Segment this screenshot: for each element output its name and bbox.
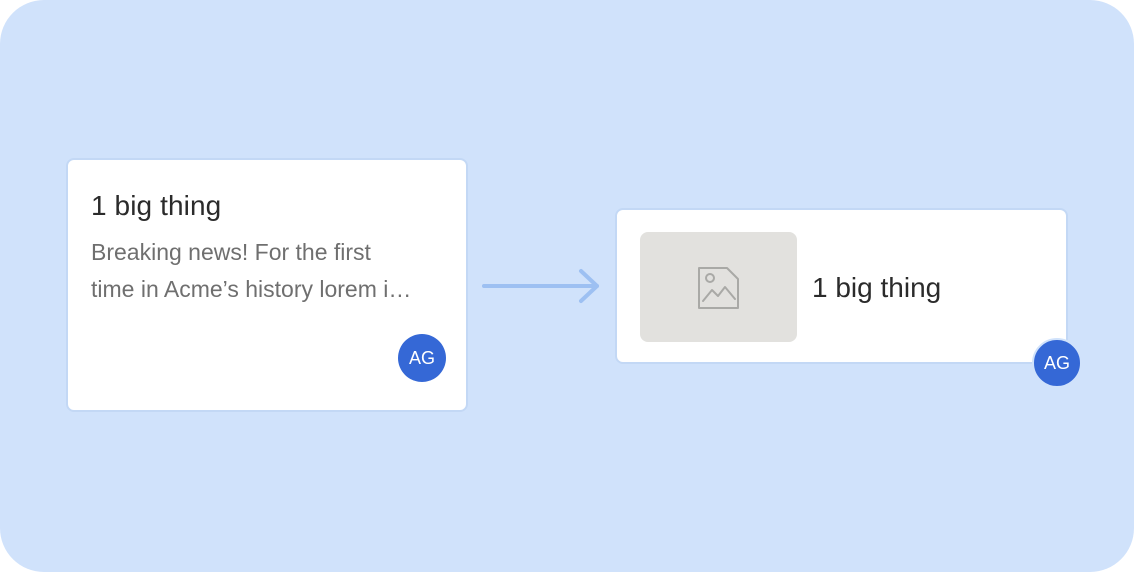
target-card[interactable]: 1 big thing [615,208,1068,364]
source-card[interactable]: 1 big thing Breaking news! For the first… [66,158,468,412]
right-arrow-icon [480,268,604,313]
target-card-thumbnail [640,232,797,342]
source-card-avatar: AG [398,334,446,382]
source-card-body: Breaking news! For the first time in Acm… [91,239,412,302]
target-card-title: 1 big thing [812,272,942,303]
target-card-avatar: AG [1032,338,1082,388]
image-placeholder-icon [698,267,739,309]
source-card-title: 1 big thing [91,190,222,221]
